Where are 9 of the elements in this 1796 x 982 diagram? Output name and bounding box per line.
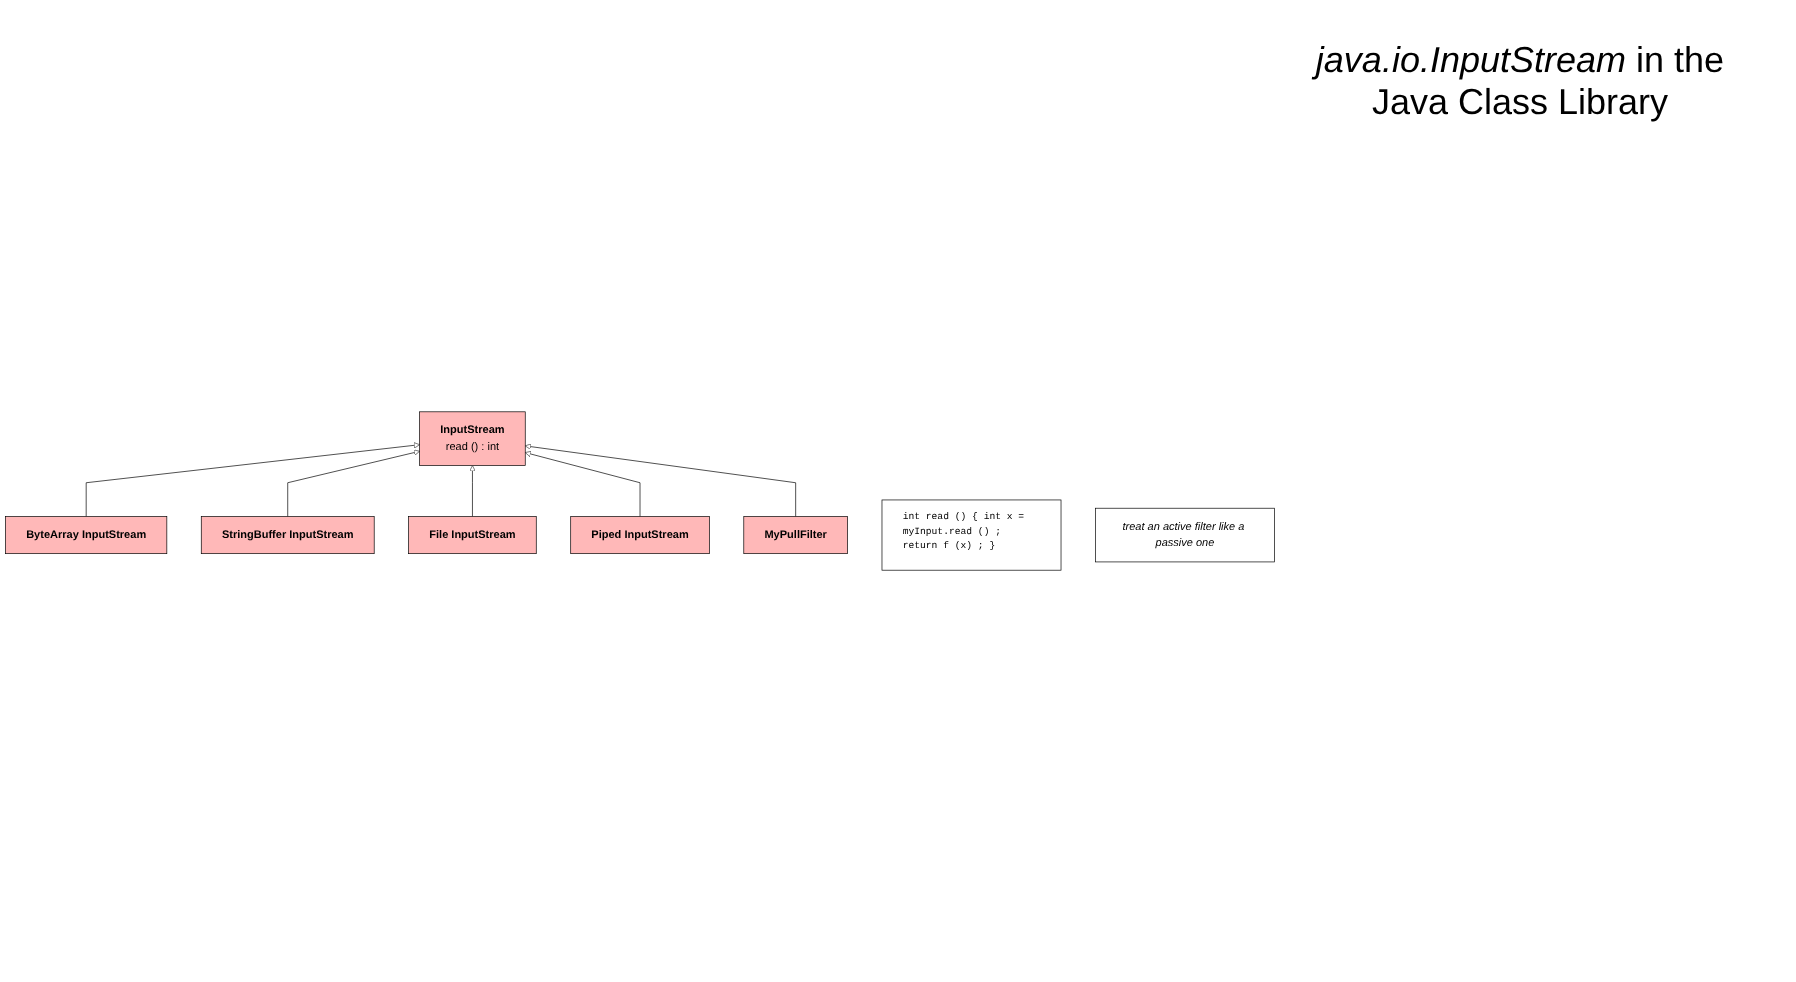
class-box <box>5 516 168 554</box>
class-box <box>419 411 526 466</box>
class-box <box>200 516 375 554</box>
class-box <box>408 516 537 554</box>
class-box <box>570 516 710 554</box>
caption-note: java.io.InputStream in the Java Class Library <box>1310 40 1727 124</box>
note <box>1095 507 1275 563</box>
code-note <box>881 499 1062 571</box>
class-box <box>743 516 848 554</box>
